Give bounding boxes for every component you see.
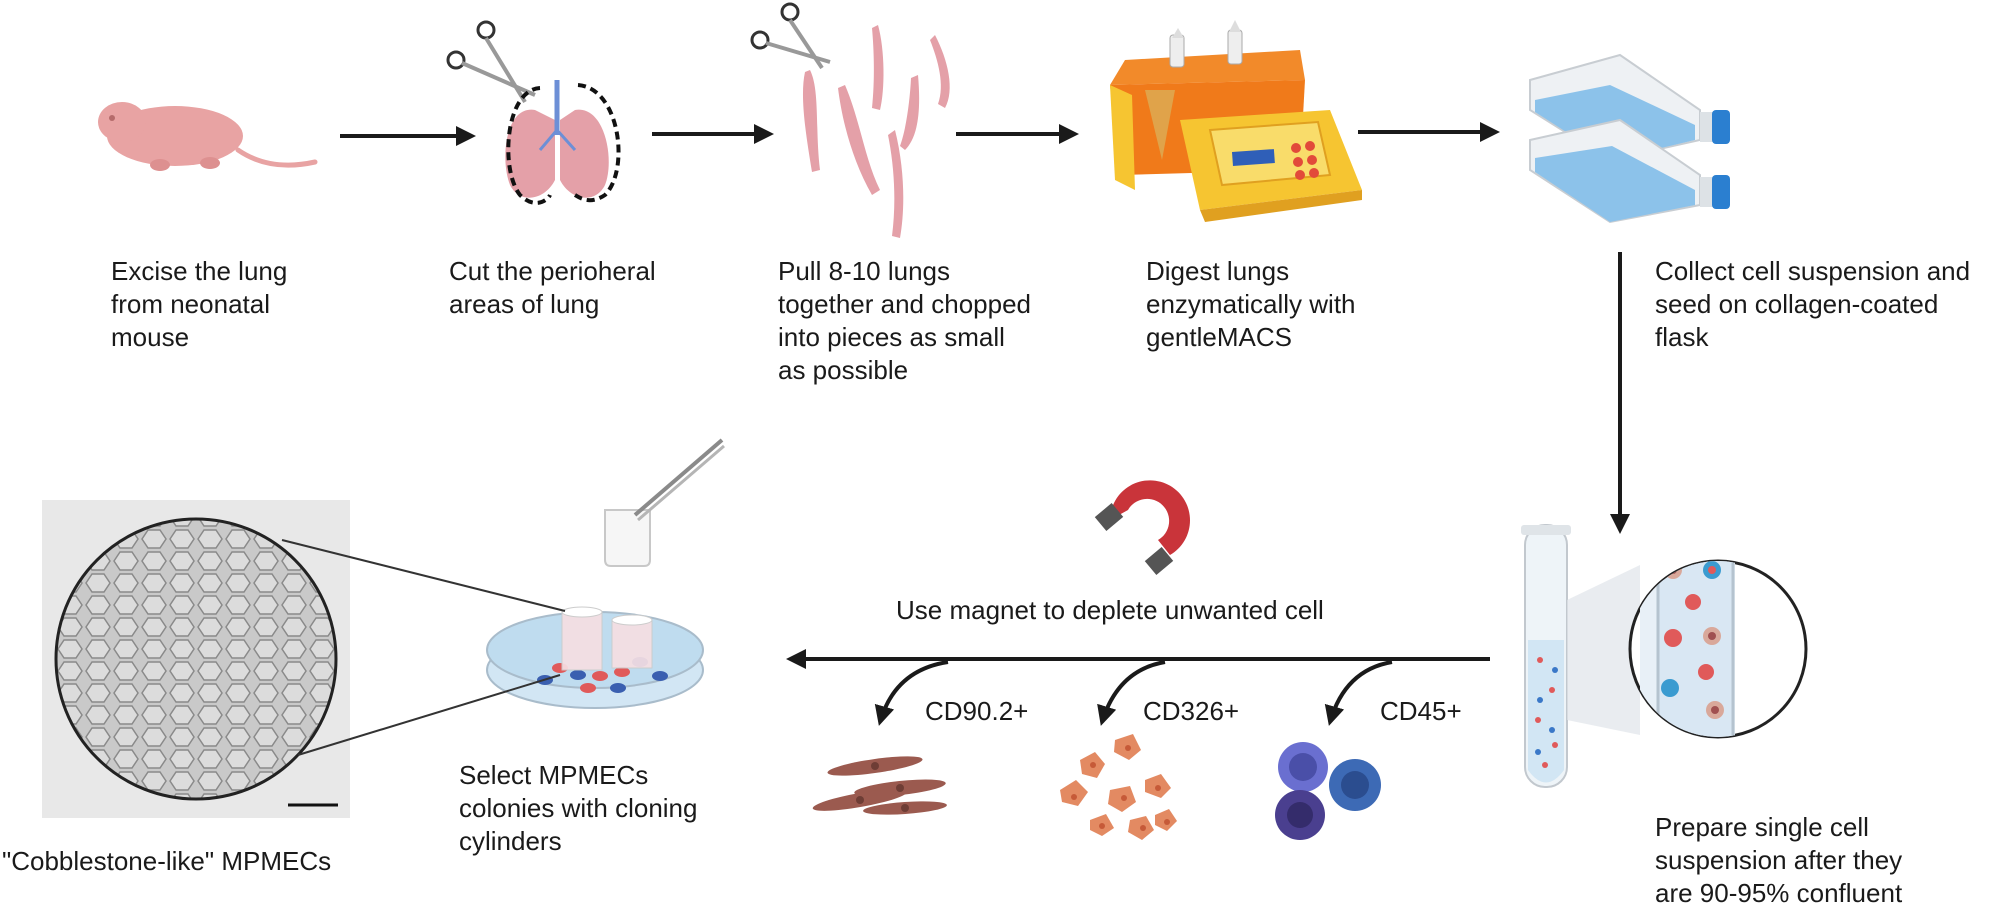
cell-suspension-zoom-icon [1628,559,1808,739]
fibroblast-cells-icon [812,756,947,815]
step-cut-label: Cut the perioheral areas of lung [449,256,656,319]
scissors-icon [446,20,536,104]
curved-arrow-cd326 [1097,660,1166,726]
step-excise-label: Excise the lung from neonatal mouse [111,256,288,352]
neonatal-mouse-icon [98,102,318,171]
culture-flasks-icon [1529,53,1730,224]
curved-arrow-cd45 [1324,660,1393,726]
step-digest-label: Digest lungs enzymatically with gentleMA… [1146,256,1356,352]
test-tube-icon [1521,524,1571,788]
cobblestone-micrograph [42,500,566,818]
lung-icon [505,80,621,205]
magnet-icon [1094,480,1190,575]
step-pull-label: Pull 8-10 lungs together and chopped int… [778,256,1031,385]
marker-cd326-label: CD326+ [1143,696,1240,726]
gentlemacs-device-icon [1110,20,1362,222]
petri-dish-icon [486,606,704,709]
step-select-label: Select MPMECs colonies with cloning cyli… [459,760,698,856]
lung-pieces-icon [802,25,950,238]
marker-cd45-label: CD45+ [1380,696,1462,726]
beaker-icon [604,509,651,567]
result-label: "Cobblestone-like" MPMECs [2,846,332,876]
forceps-icon [633,438,725,522]
curved-arrow-cd90 [874,660,949,726]
step-prepare-label: Prepare single cell suspension after the… [1655,812,1903,908]
step-collect-label: Collect cell suspension and seed on coll… [1655,256,1971,352]
zoom-callout [1567,565,1640,735]
immune-cells-icon [1275,742,1381,840]
epithelial-cells-icon [1060,734,1177,840]
step-magnet-label: Use magnet to deplete unwanted cell [896,595,1324,625]
marker-cd90-label: CD90.2+ [925,696,1029,726]
scissors-icon-2 [750,2,831,70]
